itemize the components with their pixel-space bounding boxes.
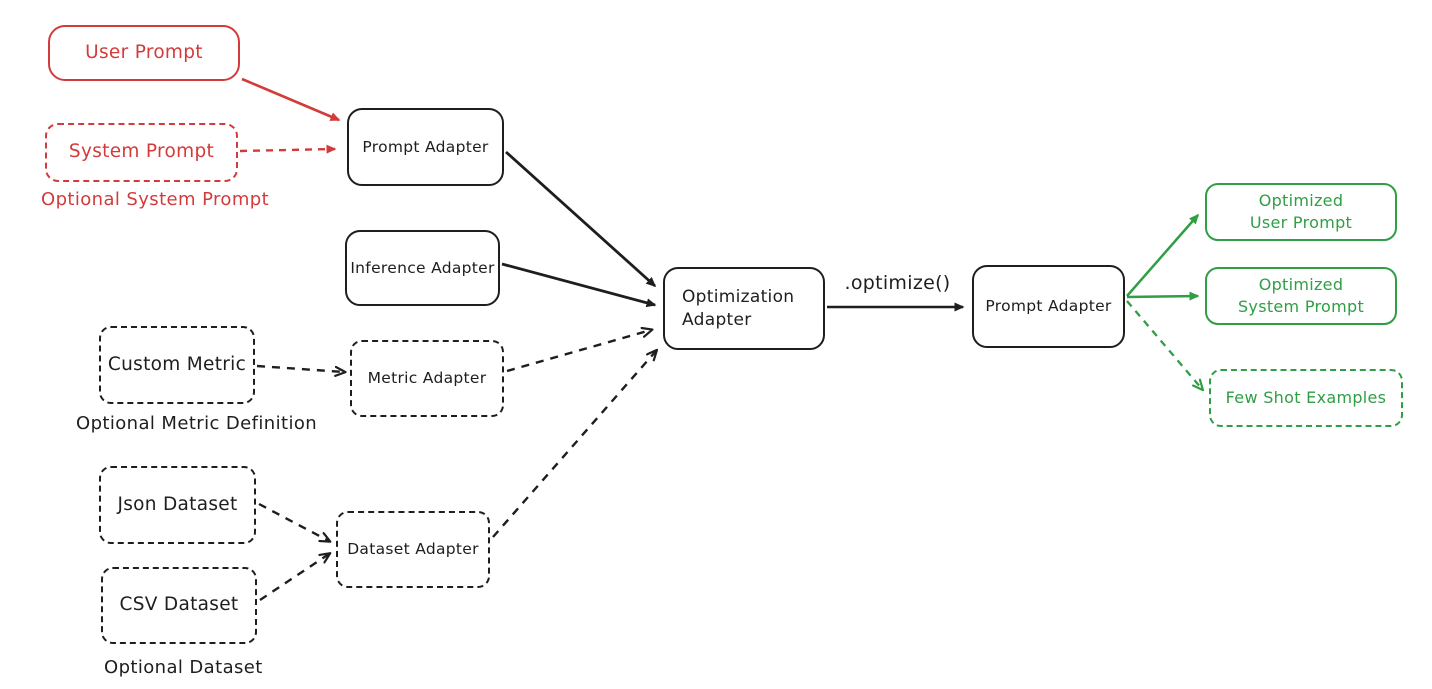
edge-dataset-adapter-to-optimization [492, 351, 656, 538]
node-optimization-adapter: Optimization Adapter [663, 267, 825, 350]
node-prompt-adapter-out: Prompt Adapter [972, 265, 1125, 348]
edge-system-prompt-to-prompt-adapter [239, 144, 337, 154]
edge-user-prompt-to-prompt-adapter [241, 77, 341, 122]
caption-optional-metric-definition: Optional Metric Definition [76, 413, 318, 434]
node-optimized-system-prompt: Optimized System Prompt [1205, 267, 1397, 325]
node-user-prompt: User Prompt [48, 25, 240, 81]
edge-prompt-adapter-to-optimization [505, 150, 657, 288]
edge-json-dataset-to-dataset-adapter [258, 502, 329, 541]
node-optimized-user-prompt: Optimized User Prompt [1205, 183, 1397, 241]
node-inference-adapter: Inference Adapter [345, 230, 500, 306]
node-few-shot-examples: Few Shot Examples [1209, 369, 1403, 427]
edge-custom-metric-to-metric-adapter [256, 364, 344, 372]
edge-csv-dataset-to-dataset-adapter [259, 554, 329, 601]
edge-prompt-adapter-to-few-shot [1126, 300, 1202, 389]
edge-prompt-adapter-to-optimized-system [1126, 291, 1200, 301]
node-json-dataset: Json Dataset [99, 466, 256, 544]
caption-optional-system-prompt: Optional System Prompt [41, 189, 270, 210]
optimize-label: .optimize() [844, 272, 951, 294]
node-csv-dataset: CSV Dataset [101, 567, 257, 644]
edge-metric-adapter-to-optimization [506, 330, 651, 373]
node-dataset-adapter: Dataset Adapter [336, 511, 490, 588]
node-custom-metric: Custom Metric [99, 326, 255, 404]
node-prompt-adapter-in: Prompt Adapter [347, 108, 504, 186]
node-metric-adapter: Metric Adapter [350, 340, 504, 417]
caption-optional-dataset: Optional Dataset [104, 657, 263, 678]
edge-inference-adapter-to-optimization [501, 262, 657, 308]
node-system-prompt: System Prompt [45, 123, 238, 182]
edge-prompt-adapter-to-optimized-user [1126, 213, 1199, 297]
